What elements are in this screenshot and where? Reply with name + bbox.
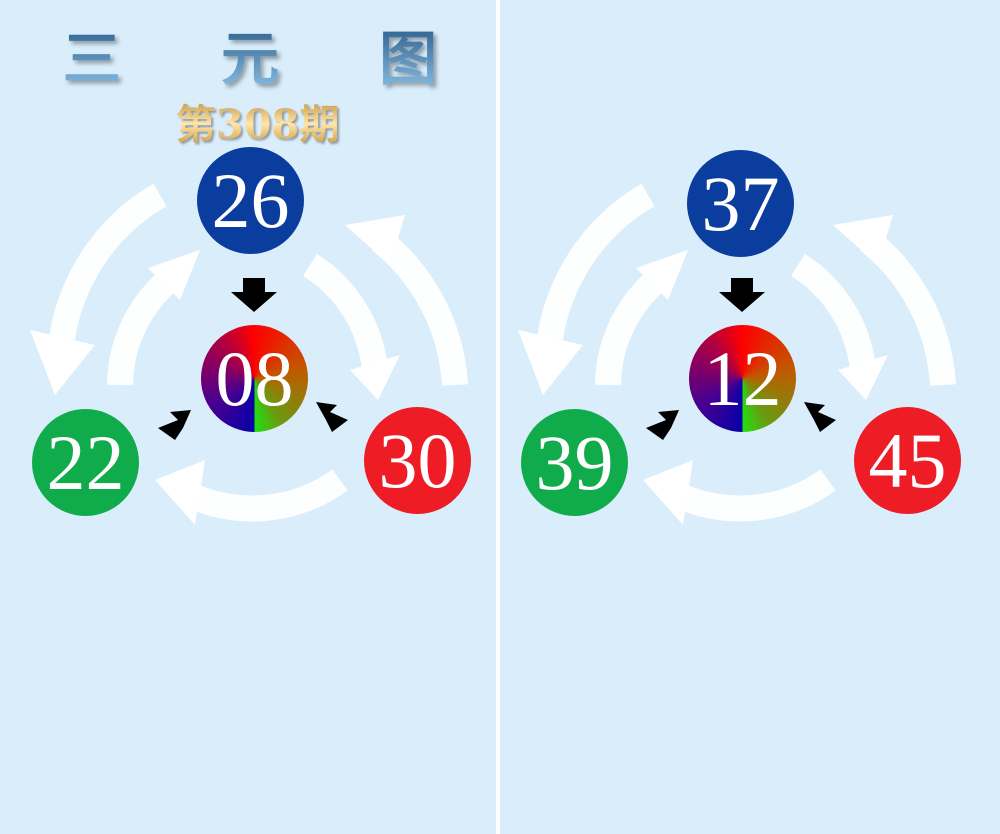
top-ball: 37 (687, 150, 794, 257)
outer-arrowhead-bottom (155, 460, 205, 525)
arrow-up-right-icon (158, 410, 191, 440)
arrow-down-icon (231, 278, 277, 312)
arrow-down-icon (719, 278, 765, 312)
diagram-panel-1: 三 元 图 第308期 26 08 22 30 (0, 0, 497, 834)
panel-divider (496, 0, 500, 834)
cycle-arrows (30, 183, 468, 525)
cycle-arrows (518, 183, 956, 525)
inner-arc-left (107, 264, 184, 386)
inner-arc-right (302, 253, 388, 372)
center-ball: 08 (201, 325, 308, 432)
center-ball: 12 (689, 325, 796, 432)
inner-arrowhead-left (148, 250, 200, 300)
outer-arc-right (371, 229, 468, 386)
left-ball: 39 (521, 409, 628, 516)
arrow-up-left-icon (316, 402, 348, 432)
left-ball: 22 (32, 409, 139, 516)
outer-arrowhead-left (30, 330, 95, 395)
inner-arrowhead-right (838, 355, 888, 400)
outer-arrowhead-right (345, 215, 405, 265)
inner-arrowhead-left (636, 250, 688, 300)
diagram-panel-2: 37 12 39 45 (488, 0, 985, 834)
outer-arc-bottom (184, 469, 348, 522)
chart-title: 三 元 图 (0, 12, 500, 96)
outer-arrowhead-left (518, 330, 583, 395)
outer-arc-bottom (672, 469, 836, 522)
top-ball: 26 (197, 147, 304, 254)
arrow-up-right-icon (646, 410, 679, 440)
outer-arrowhead-bottom (643, 460, 693, 525)
outer-arc-right (859, 229, 956, 386)
inner-arc-left (595, 264, 672, 386)
outer-arc-left (47, 183, 167, 361)
outer-arrowhead-right (833, 215, 893, 265)
inner-arrowhead-right (350, 355, 400, 400)
inner-arc-right (790, 253, 876, 372)
right-ball: 45 (854, 407, 961, 514)
outer-arc-left (535, 183, 655, 361)
right-ball: 30 (364, 407, 471, 514)
arrow-up-left-icon (804, 402, 836, 432)
issue-number: 第308期 (0, 92, 515, 150)
